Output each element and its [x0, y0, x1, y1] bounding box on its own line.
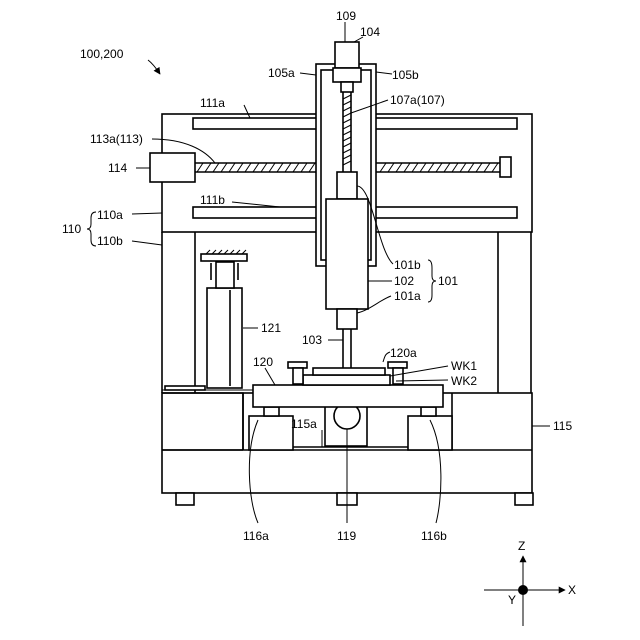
label-116b: 116b	[421, 529, 447, 543]
label-105a: 105a	[268, 66, 295, 80]
component-121	[201, 250, 247, 388]
label-104: 104	[360, 25, 380, 39]
motor-114	[150, 153, 195, 182]
reference-arrow	[148, 60, 160, 74]
label-115: 115	[553, 419, 572, 433]
head-unit	[316, 42, 376, 370]
axis-label-z: Z	[518, 539, 525, 553]
label-113a: 113a(113)	[90, 132, 143, 146]
label-title-ref: 100,200	[80, 47, 124, 61]
label-110: 110	[62, 222, 81, 236]
axis-indicator	[484, 556, 565, 626]
label-116a: 116a	[243, 529, 269, 543]
label-107a: 107a(107)	[390, 93, 445, 107]
label-111b: 111b	[200, 193, 225, 207]
label-111a: 111a	[200, 96, 225, 110]
stage-120	[162, 362, 452, 450]
label-102: 102	[394, 274, 414, 288]
label-114: 114	[108, 161, 127, 175]
label-119: 119	[337, 529, 356, 543]
label-120a: 120a	[390, 346, 417, 360]
label-120: 120	[253, 355, 273, 369]
label-103: 103	[302, 333, 322, 347]
label-101b: 101b	[394, 258, 421, 272]
label-110b: 110b	[97, 234, 123, 248]
label-101: 101	[438, 274, 458, 288]
label-110a: 110a	[97, 208, 123, 222]
label-101a: 101a	[394, 289, 421, 303]
label-115a: 115a	[291, 417, 317, 431]
label-wk2: WK2	[451, 374, 477, 388]
label-121: 121	[261, 321, 281, 335]
axis-label-y: Y	[508, 593, 516, 607]
label-wk1: WK1	[451, 359, 477, 373]
label-105b: 105b	[392, 68, 419, 82]
axis-label-x: X	[568, 583, 576, 597]
label-109: 109	[336, 9, 356, 23]
